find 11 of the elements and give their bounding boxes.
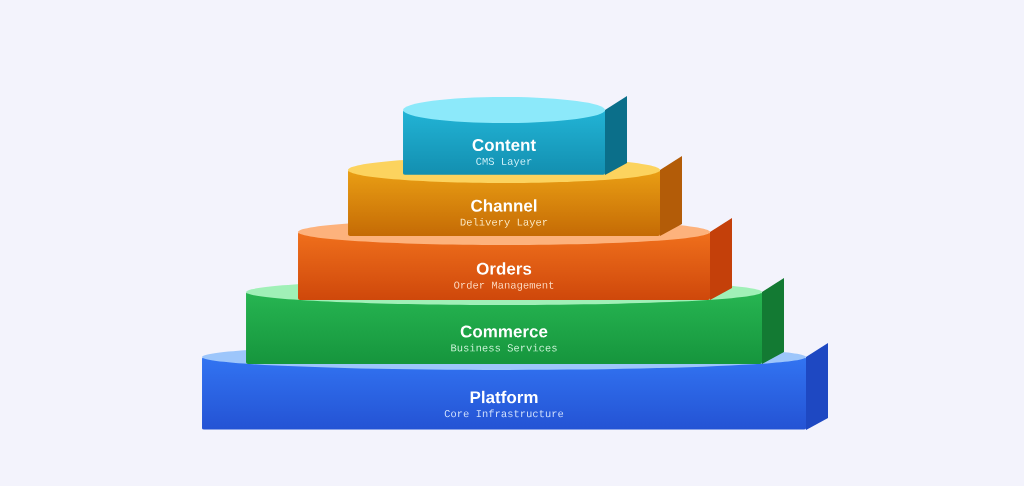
node-label: Order Management <box>454 280 554 291</box>
node-label: Content <box>472 138 536 152</box>
node-label: Commerce <box>460 325 548 338</box>
pyramid-layer: Content CMS Layer <box>403 96 627 175</box>
node-label: CMS Layer <box>476 157 532 168</box>
node-label: Platform <box>470 390 538 404</box>
node-label: Orders <box>476 262 532 275</box>
node-label: Core Infrastructure <box>444 409 564 418</box>
node-label: Business Services <box>451 343 557 352</box>
node-label: Delivery Layer <box>460 217 548 228</box>
node-label: Channel <box>471 199 537 212</box>
